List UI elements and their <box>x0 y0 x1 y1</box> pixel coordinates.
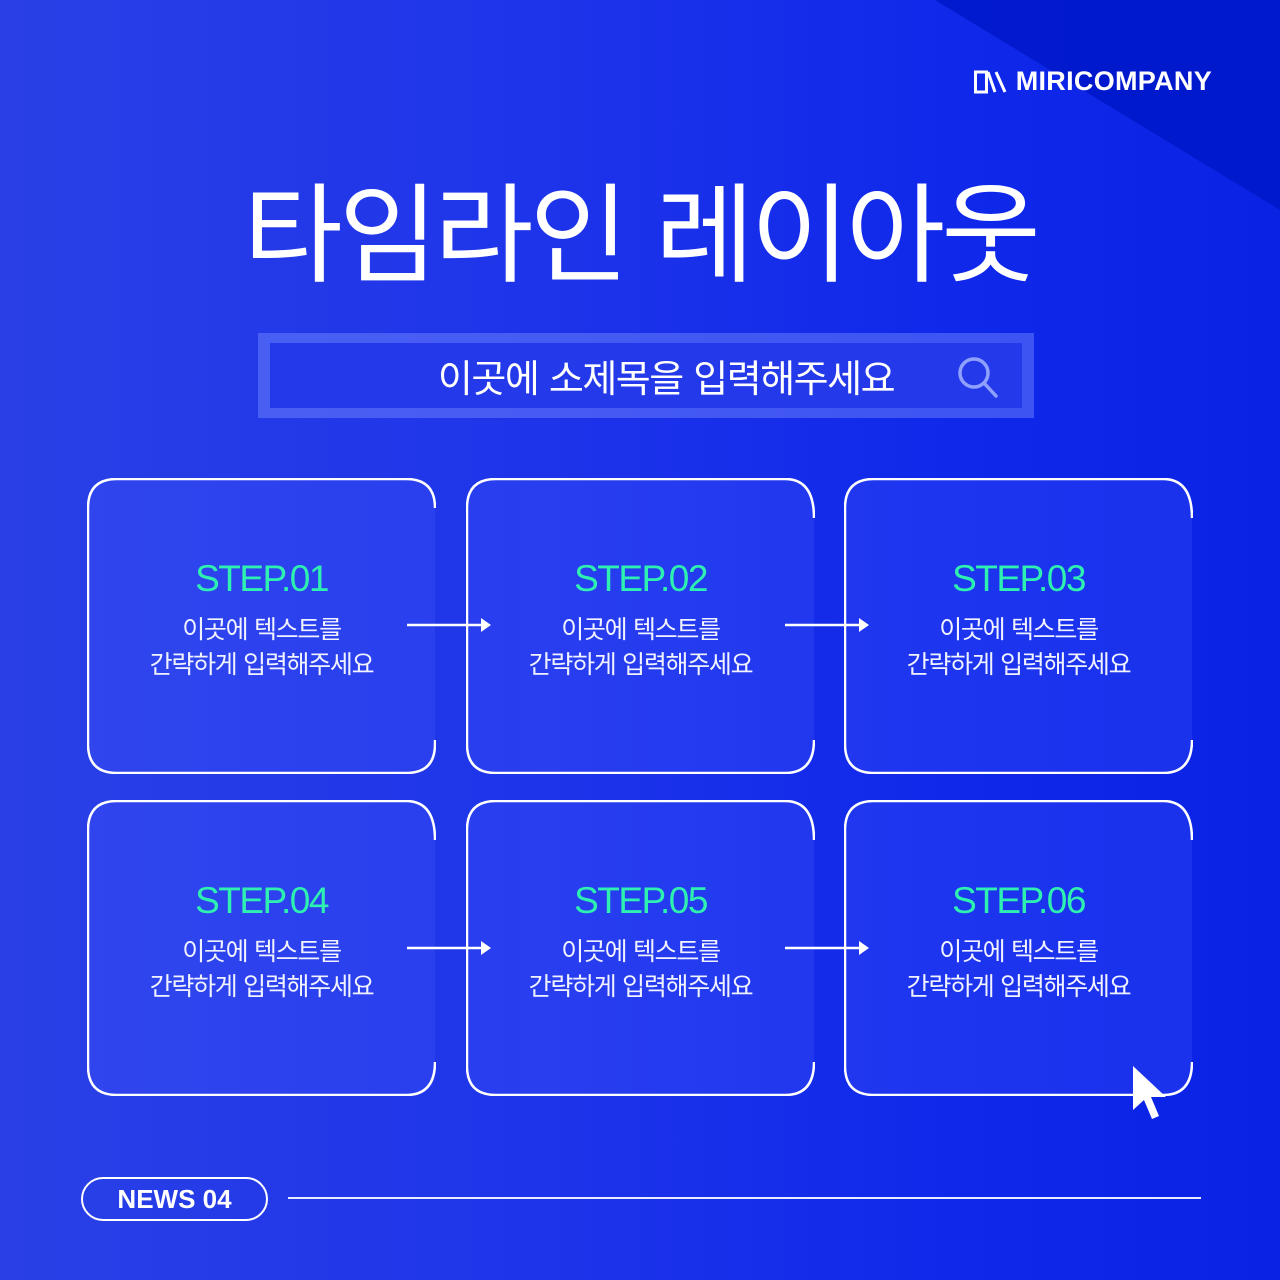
brand-logo: MIRICOMPANY <box>973 66 1212 97</box>
step-desc-line2: 간략하게 입력해주세요 <box>906 972 1132 1001</box>
step-desc-line1: 이곳에 텍스트를 <box>182 615 342 644</box>
arrow-right-icon <box>785 941 869 955</box>
step-label: STEP.02 <box>574 558 708 599</box>
brand-name: MIRICOMPANY <box>1015 66 1212 96</box>
step-description: 이곳에 텍스트를 간략하게 입력해주세요 <box>906 612 1132 682</box>
footer-divider <box>288 1197 1201 1199</box>
step-desc-line2: 간략하게 입력해주세요 <box>149 650 375 679</box>
arrow-right-icon <box>785 618 869 632</box>
step-desc-line2: 간략하게 입력해주세요 <box>149 972 375 1001</box>
step-card-6[interactable]: STEP.06 이곳에 텍스트를 간략하게 입력해주세요 <box>844 800 1193 1096</box>
arrow-right-icon <box>407 618 491 632</box>
step-card-3[interactable]: STEP.03 이곳에 텍스트를 간략하게 입력해주세요 <box>844 478 1193 774</box>
miricompany-logo-icon <box>973 70 1007 93</box>
card-border <box>87 800 436 1096</box>
step-label: STEP.05 <box>574 880 708 921</box>
step-card-2[interactable]: STEP.02 이곳에 텍스트를 간략하게 입력해주세요 <box>466 478 815 774</box>
page-title: 타임라인 레이아웃 <box>243 174 1040 299</box>
step-description: 이곳에 텍스트를 간략하게 입력해주세요 <box>149 612 375 682</box>
mouse-cursor-icon <box>1133 1066 1166 1119</box>
step-desc-line2: 간략하게 입력해주세요 <box>906 650 1132 679</box>
step-card-4[interactable]: STEP.04 이곳에 텍스트를 간략하게 입력해주세요 <box>87 800 436 1096</box>
step-card-5[interactable]: STEP.05 이곳에 텍스트를 간략하게 입력해주세요 <box>466 800 815 1096</box>
step-label: STEP.03 <box>952 558 1086 599</box>
step-card-1[interactable]: STEP.01 이곳에 텍스트를 간략하게 입력해주세요 <box>87 478 436 774</box>
step-desc-line1: 이곳에 텍스트를 <box>939 937 1099 966</box>
step-description: 이곳에 텍스트를 간략하게 입력해주세요 <box>528 612 754 682</box>
arrow-right-icon <box>407 941 491 955</box>
step-desc-line2: 간략하게 입력해주세요 <box>528 972 754 1001</box>
step-label: STEP.06 <box>952 880 1086 921</box>
step-description: 이곳에 텍스트를 간략하게 입력해주세요 <box>149 934 375 1004</box>
step-desc-line1: 이곳에 텍스트를 <box>939 615 1099 644</box>
subtitle-search-box[interactable]: 이곳에 소제목을 입력해주세요 <box>258 333 1034 418</box>
step-description: 이곳에 텍스트를 간략하게 입력해주세요 <box>528 934 754 1004</box>
step-desc-line1: 이곳에 텍스트를 <box>561 937 721 966</box>
search-input[interactable]: 이곳에 소제목을 입력해주세요 <box>270 343 1022 408</box>
step-description: 이곳에 텍스트를 간략하게 입력해주세요 <box>906 934 1132 1004</box>
news-badge: NEWS 04 <box>81 1177 268 1221</box>
step-desc-line1: 이곳에 텍스트를 <box>561 615 721 644</box>
card-border <box>87 478 436 774</box>
subtitle-text: 이곳에 소제목을 입력해주세요 <box>437 357 896 401</box>
step-desc-line2: 간략하게 입력해주세요 <box>528 650 754 679</box>
step-desc-line1: 이곳에 텍스트를 <box>182 937 342 966</box>
step-label: STEP.04 <box>195 880 329 921</box>
step-label: STEP.01 <box>195 558 329 599</box>
search-icon[interactable] <box>954 353 1002 401</box>
